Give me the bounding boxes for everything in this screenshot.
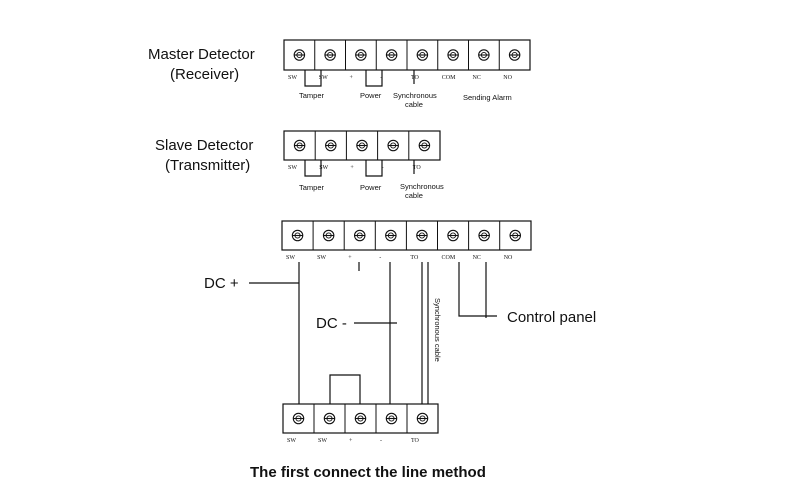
- wbot-screw-icon: [385, 412, 398, 425]
- wtop-screw-icon: [416, 229, 428, 242]
- wtop-screw-icon: [353, 229, 366, 242]
- wiring-top-terminal-block: SW SW + - TO COM NC NO: [281, 220, 532, 261]
- wtop-terminal-label: SW: [317, 255, 326, 261]
- slave-screw-icon: [293, 139, 306, 152]
- wtop-terminal-label: NO: [504, 255, 513, 261]
- wtop-screw-icon: [322, 229, 335, 242]
- wtop-terminal-label: COM: [442, 255, 456, 261]
- slave-terminal-label: SW: [319, 165, 328, 171]
- master-terminal-label: -: [380, 75, 382, 81]
- slave-screw-icon: [418, 139, 431, 152]
- wbot-screw-icon: [292, 412, 305, 425]
- wbot-terminal-label: TO: [411, 438, 420, 444]
- wiring-lines: [249, 262, 497, 404]
- wbot-screw-icon: [416, 412, 429, 425]
- slave-subtitle: (Transmitter): [165, 157, 250, 174]
- master-screw-icon: [508, 49, 521, 61]
- wbot-terminal-label: -: [380, 438, 382, 444]
- master-power-jumper: [365, 70, 383, 87]
- wtop-screw-icon: [447, 229, 459, 242]
- diagram-caption: The first connect the line method: [250, 464, 486, 481]
- wtop-terminal-label: SW: [286, 255, 295, 261]
- master-screw-icon: [355, 49, 367, 61]
- wtop-screw-icon: [385, 229, 397, 242]
- slave-screw-icon: [325, 139, 337, 152]
- slave-screw-icon: [356, 139, 368, 152]
- slave-tamper-label: Tamper: [299, 183, 325, 192]
- master-screw-icon: [385, 49, 398, 61]
- master-tamper-jumper: [304, 70, 322, 87]
- wtop-terminal-label: +: [348, 255, 352, 261]
- master-screw-icon: [478, 49, 490, 61]
- slave-power-jumper: [365, 160, 383, 177]
- control-panel-label: Control panel: [507, 309, 596, 326]
- wtop-screw-icon: [291, 229, 304, 242]
- master-screw-icon: [416, 49, 429, 61]
- wbot-terminal-label: SW: [287, 438, 296, 444]
- slave-terminal-label: TO: [413, 165, 422, 171]
- master-sending-alarm-label: Sending Alarm: [463, 93, 512, 102]
- master-terminal-block: SW SW + - TO COM NC NO: [283, 39, 531, 81]
- master-terminal-label: SW: [288, 75, 297, 81]
- master-tamper-label: Tamper: [299, 91, 325, 100]
- master-screw-icon: [293, 49, 306, 61]
- master-subtitle: (Receiver): [170, 66, 239, 83]
- wiring-bottom-terminal-block: SW SW + - TO: [282, 403, 439, 444]
- wtop-terminal-label: -: [379, 255, 381, 261]
- wtop-screw-icon: [478, 229, 490, 242]
- slave-title: Slave Detector: [155, 137, 253, 154]
- master-screw-icon: [447, 49, 459, 61]
- dc-minus-label: DC -: [316, 315, 347, 332]
- master-screw-icon: [324, 49, 336, 61]
- wbot-screw-icon: [354, 412, 367, 425]
- master-terminal-label: COM: [442, 75, 456, 81]
- slave-sync-label-2: cable: [405, 191, 423, 200]
- wbot-terminal-label: +: [349, 438, 353, 444]
- dc-plus-label: DC +: [204, 275, 239, 292]
- wtop-screw-icon: [509, 229, 522, 242]
- master-sync-label-2: cable: [405, 100, 423, 109]
- wbot-screw-icon: [323, 412, 336, 425]
- master-terminal-label: TO: [411, 75, 420, 81]
- master-title: Master Detector: [148, 46, 255, 63]
- slave-terminal-label: SW: [288, 165, 297, 171]
- slave-power-label: Power: [360, 183, 382, 192]
- sync-cable-label: Synchronous cable: [433, 298, 442, 362]
- wbot-terminal-label: SW: [318, 438, 327, 444]
- master-terminal-label: NC: [473, 75, 481, 81]
- slave-terminal-label: +: [350, 165, 354, 171]
- wtop-terminal-label: NC: [473, 255, 481, 261]
- master-terminal-label: SW: [319, 75, 328, 81]
- master-terminal-label: +: [350, 75, 354, 81]
- master-power-label: Power: [360, 91, 382, 100]
- master-sync-label-1: Synchronous: [393, 91, 437, 100]
- master-terminal-label: NO: [503, 75, 512, 81]
- wtop-terminal-label: TO: [410, 255, 419, 261]
- slave-screw-icon: [387, 139, 399, 152]
- slave-sync-label-1: Synchronous: [400, 182, 444, 191]
- slave-tamper-jumper: [304, 160, 322, 177]
